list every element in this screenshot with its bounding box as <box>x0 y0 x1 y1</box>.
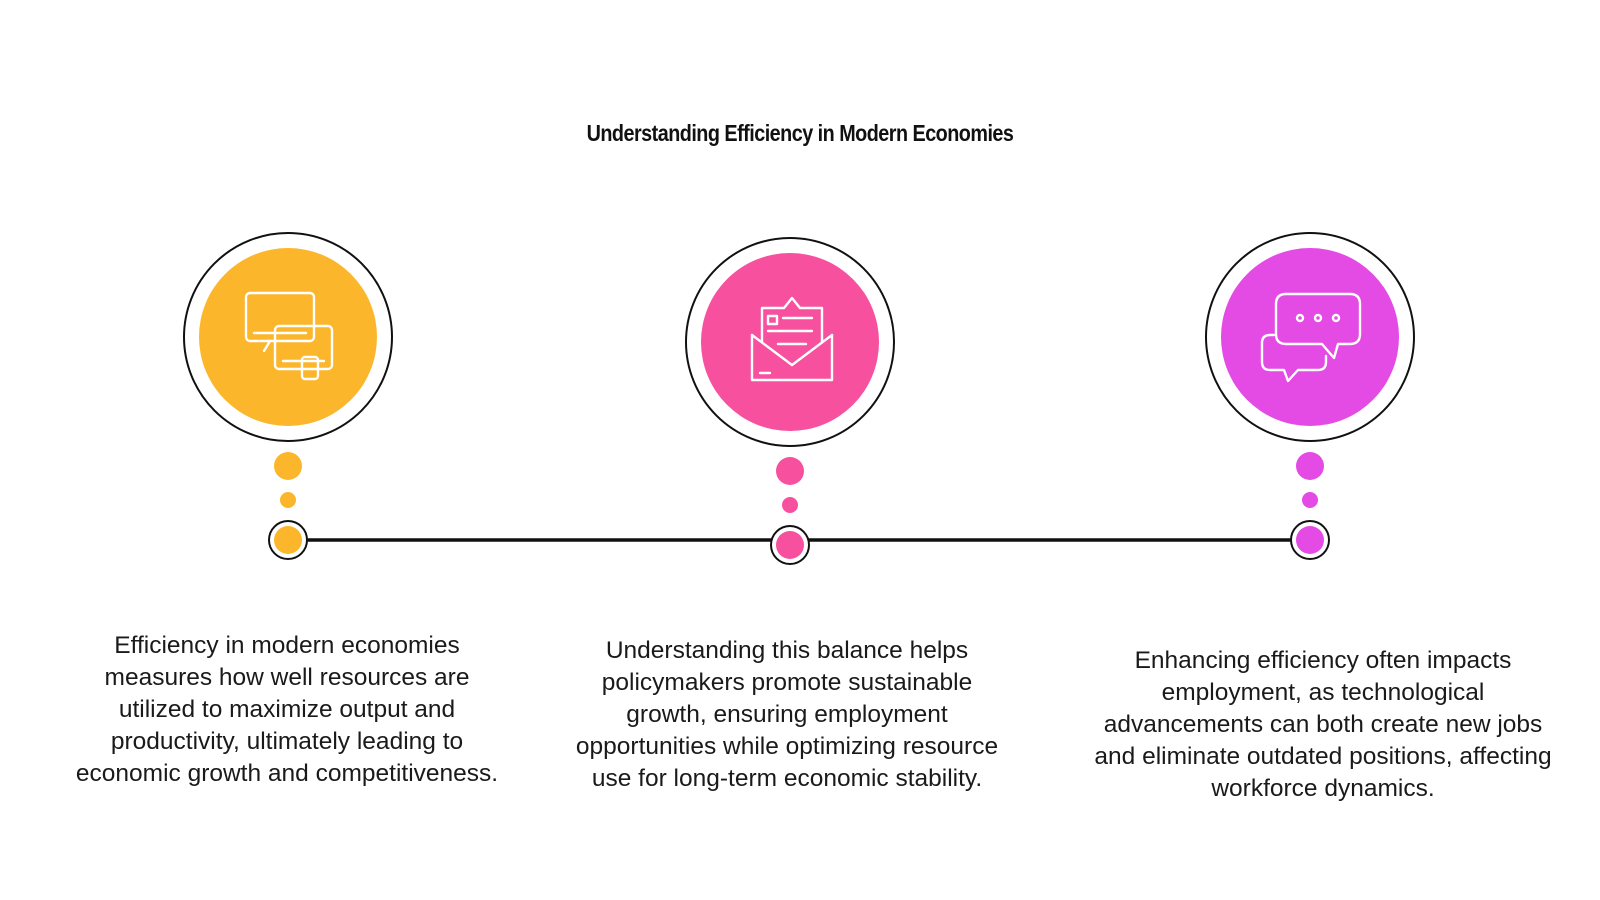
step-3-node <box>1296 526 1324 554</box>
step-1 <box>183 232 393 560</box>
step-2-dot-small <box>782 497 798 513</box>
step-1-dot-small <box>280 492 296 508</box>
step-3-description: Enhancing efficiency often impacts emplo… <box>1094 647 1552 802</box>
step-2-icon-circle <box>701 253 879 431</box>
mail-envelope-icon <box>750 296 834 382</box>
devices-icon <box>244 291 334 381</box>
diagram-title: Understanding Efficiency in Modern Econo… <box>586 120 1014 146</box>
step-3-dot-large <box>1296 452 1324 480</box>
step-1-description: Efficiency in modern economies measures … <box>75 632 499 787</box>
step-3 <box>1205 232 1415 560</box>
step-2-dot-large <box>776 457 804 485</box>
step-1-icon-circle <box>199 248 377 426</box>
chat-bubbles-icon <box>1260 292 1362 383</box>
step-2-description: Understanding this balance helps policym… <box>575 637 999 792</box>
step-1-dot-large <box>274 452 302 480</box>
step-3-icon-circle <box>1221 248 1399 426</box>
step-1-node <box>274 526 302 554</box>
step-2 <box>685 237 895 565</box>
step-2-node <box>776 531 804 559</box>
step-3-dot-small <box>1302 492 1318 508</box>
